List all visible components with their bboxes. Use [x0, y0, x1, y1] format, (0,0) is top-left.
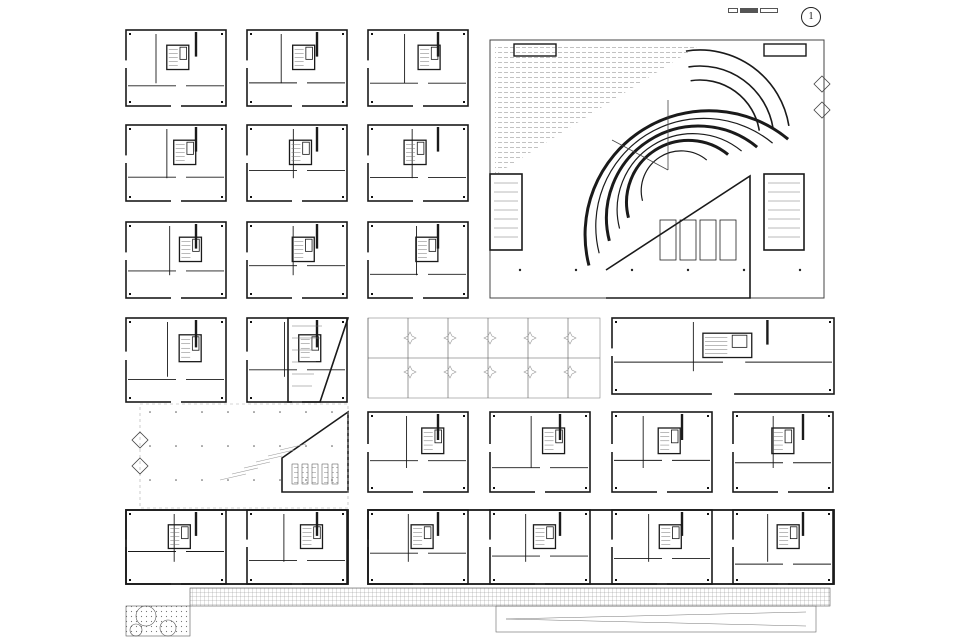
- planted-area: [125, 605, 191, 637]
- residential-cell-5: [245, 124, 348, 203]
- lower-block-1: [124, 509, 227, 586]
- lower-block-2: [245, 509, 348, 586]
- scale-bar: [728, 4, 780, 16]
- paved-walkway: [189, 587, 831, 607]
- teaching-block-2: [245, 317, 348, 404]
- lower-east-block-1: [366, 509, 469, 586]
- lower-east-block-3: [610, 509, 713, 586]
- studio-block-3: [610, 411, 713, 494]
- angled-block: [287, 317, 350, 403]
- residential-cell-4: [124, 124, 227, 203]
- central-courtyard: [131, 75, 831, 509]
- site-ground: [125, 587, 831, 637]
- residential-cell-7: [124, 221, 227, 300]
- residential-cell-9: [366, 221, 469, 300]
- studio-block-1: [366, 411, 469, 494]
- building-blocks: [124, 29, 835, 586]
- residential-cell-6: [366, 124, 469, 203]
- ramp-outline: [495, 605, 817, 633]
- teaching-block-1: [124, 317, 227, 404]
- office-block-east: [610, 317, 835, 396]
- residential-cell-2: [245, 29, 348, 108]
- residential-cell-1: [124, 29, 227, 108]
- triangular-block: [281, 410, 349, 493]
- sheet-number: 1: [801, 7, 821, 27]
- lower-east-block-4: [731, 509, 834, 586]
- lower-east-block-2: [488, 509, 591, 586]
- studio-block-2: [488, 411, 591, 494]
- residential-cell-3: [366, 29, 469, 108]
- residential-cell-8: [245, 221, 348, 300]
- studio-block-4: [731, 411, 834, 494]
- auditorium-hall: [489, 39, 825, 299]
